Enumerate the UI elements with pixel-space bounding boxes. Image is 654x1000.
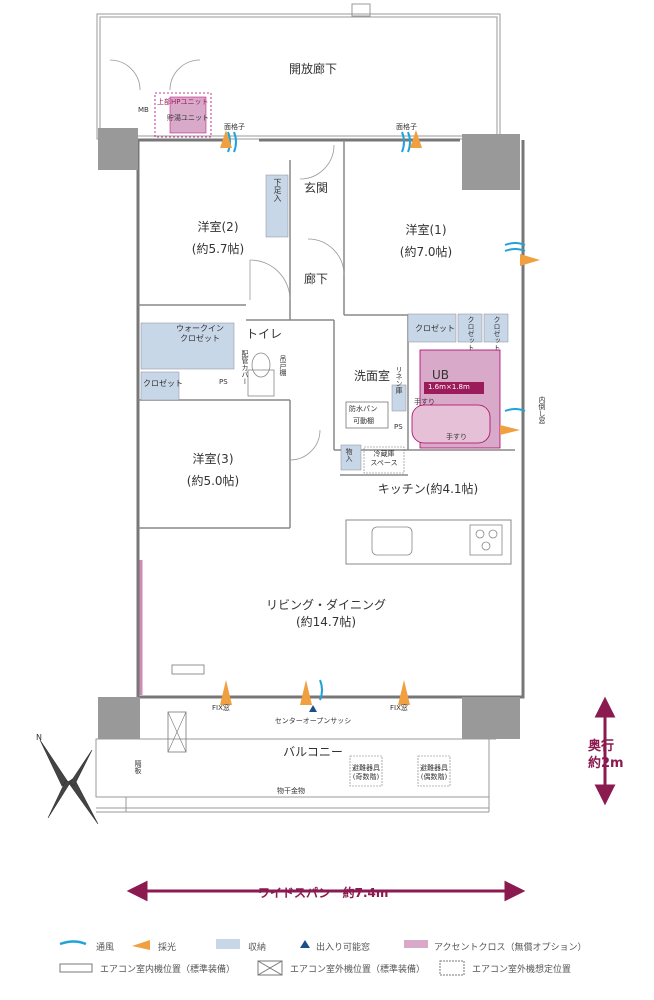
washroom-label: 洗面室 — [353, 369, 391, 383]
closet-b-label: クロゼット — [415, 324, 455, 333]
partition-label: 隔板 — [134, 760, 142, 774]
wide-span-arrow — [126, 880, 526, 902]
western-room-3-name: 洋室(3) — [192, 452, 234, 466]
ub-size-label: 1.6m×1.8m — [428, 383, 470, 391]
linen-label: リネン庫 — [395, 366, 403, 394]
living-name: リビング・ダイニング — [265, 598, 387, 612]
compass-north-label: N — [36, 733, 42, 742]
bathtub — [411, 404, 491, 444]
waterproof-pan-label: 防水パン — [349, 405, 378, 413]
western-room-2-size: (約5.7帖) — [191, 242, 245, 256]
walkin-closet-label: ウォークイン クロゼット — [176, 324, 224, 343]
legend-ac-outdoor: エアコン室外機位置（標準装備） — [290, 965, 426, 975]
legend-accent: アクセントクロス（無償オプション） — [434, 943, 587, 953]
legend-access: 出入り可能窓 — [316, 943, 371, 953]
legend-ventilation: 通風 — [96, 943, 115, 953]
waterproof-pan-box — [345, 401, 389, 429]
door-swings — [109, 59, 345, 461]
depth-arrow — [594, 696, 616, 806]
fridge-box — [363, 446, 405, 474]
legend-lighting: 採光 — [158, 943, 177, 953]
shoe-box-label: 下足入 — [273, 178, 282, 202]
sink — [371, 526, 413, 556]
refuge-box-left — [349, 755, 383, 787]
light-arrows — [220, 130, 540, 705]
ub-size-tag — [424, 382, 484, 394]
access-triangle — [309, 705, 317, 712]
closet-c-label: クロゼット — [467, 316, 475, 351]
storage-label: 物入 — [345, 448, 353, 462]
handrail-2-label: 手すり — [446, 433, 467, 441]
compass-rose — [39, 739, 99, 825]
kitchen-counter — [345, 519, 512, 565]
inner-window-label: 内倒し窓 — [538, 396, 546, 424]
depth-label: 奥行 約2m — [588, 739, 624, 771]
legend-storage: 収納 — [248, 943, 267, 953]
outer-walls — [136, 138, 525, 699]
western-room-1-name: 洋室(1) — [405, 223, 447, 237]
ps-left-label: PS — [219, 378, 228, 386]
refuge-left-label: 避難器具 (奇数階) — [352, 764, 380, 781]
refuge-right-label: 避難器具 (偶数階) — [420, 764, 448, 781]
western-room-2-name: 洋室(2) — [197, 220, 239, 234]
movable-shelf-label: 可動棚 — [353, 417, 374, 425]
handrail-1-label: 手すり — [414, 398, 435, 406]
legend-ac-outdoor-planned: エアコン室外機想定位置 — [472, 965, 572, 975]
kitchen-label: キッチン(約4.1帖) — [377, 482, 479, 496]
laundry-label: 物干金物 — [277, 787, 305, 795]
western-room-1-size: (約7.0帖) — [399, 245, 453, 259]
refuge-box-right — [417, 755, 451, 787]
storage-unit-label: 貯湯ユニット — [167, 114, 209, 122]
interior-walls — [138, 140, 515, 529]
wide-span-label: ワイドスパン 約7.4m — [258, 886, 389, 900]
legend-ac-indoor: エアコン室内機位置（標準装備） — [100, 965, 236, 975]
fix-window-right-label: FIX窓 — [390, 704, 408, 712]
stove — [469, 524, 503, 556]
living-size: (約14.7帖) — [295, 615, 357, 629]
ps-right-label: PS — [394, 423, 403, 431]
western-room-3-size: (約5.0帖) — [186, 474, 240, 488]
lattice-right-label: 面格子 — [396, 123, 417, 131]
center-sash-label: センターオープンサッシ — [274, 717, 352, 725]
pillars — [98, 128, 520, 739]
hp-unit-box — [154, 92, 212, 138]
legend-glyphs — [59, 939, 465, 976]
storage-unit-box — [169, 96, 207, 134]
fridge-space-label: 冷蔵庫 スペース — [370, 450, 398, 467]
ac-indoor-unit — [171, 664, 205, 675]
fix-window-left-label: FIX窓 — [212, 704, 230, 712]
hallway-label: 廊下 — [303, 272, 329, 286]
partition-box — [167, 711, 187, 753]
hp-unit-label: 上部HPユニット — [157, 98, 209, 106]
ub-label: UB — [432, 368, 450, 382]
closet-a-label: クロゼット — [143, 379, 183, 388]
hanging-shelf-label: 吊戸棚 — [279, 355, 287, 376]
storage-areas — [140, 174, 509, 471]
toilet-fixture — [247, 352, 275, 397]
balcony-frame — [95, 738, 496, 813]
toilet-label: トイレ — [245, 327, 283, 341]
entrance-label: 玄関 — [303, 181, 329, 195]
balcony-label: バルコニー — [283, 745, 343, 759]
open-corridor-label: 開放廊下 — [288, 62, 338, 76]
pipe-cover-label: 配管カバー — [241, 350, 249, 385]
lattice-left-label: 面格子 — [224, 123, 245, 131]
mb-label: MB — [138, 106, 149, 114]
closet-d-label: クロゼット — [493, 316, 501, 351]
